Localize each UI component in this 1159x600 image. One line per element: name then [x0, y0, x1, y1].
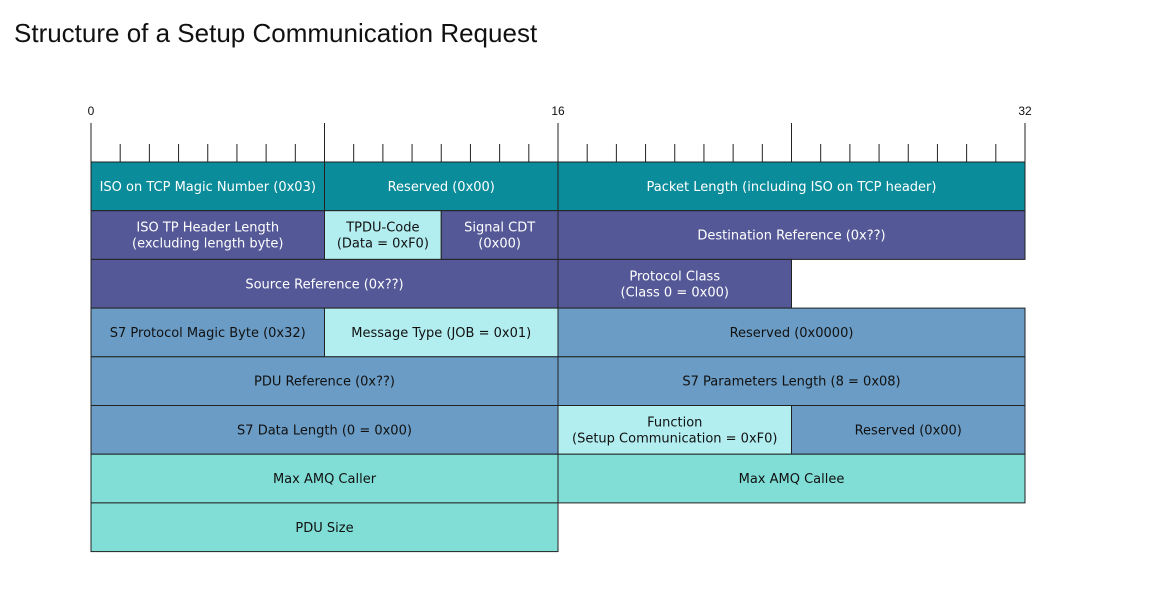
- field-label: (excluding length byte): [132, 237, 283, 252]
- field-r4-c0: PDU Reference (0x??): [90, 356, 559, 406]
- field-r3-c0: S7 Protocol Magic Byte (0x32): [90, 307, 325, 358]
- field-r1-c0: ISO TP Header Length(excluding length by…: [90, 210, 325, 260]
- field-r1-c3: Destination Reference (0x??): [557, 210, 1026, 260]
- field-label: Reserved (0x00): [388, 180, 495, 195]
- field-cell: [557, 307, 1026, 358]
- field-cell: [90, 453, 559, 504]
- field-r6-c1: Max AMQ Callee: [557, 453, 1026, 504]
- field-r2-c0: Source Reference (0x??): [90, 258, 559, 309]
- field-r5-c2: Reserved (0x00): [791, 405, 1026, 455]
- bit-ruler: 0 16 32: [88, 104, 1032, 162]
- field-label: S7 Data Length (0 = 0x00): [237, 423, 412, 438]
- packet-fields: ISO on TCP Magic Number (0x03) Reserved (…: [90, 161, 1026, 553]
- field-label: Packet Length (including ISO on TCP head…: [647, 180, 937, 195]
- field-cell: [557, 210, 1026, 260]
- field-cell: [440, 210, 559, 260]
- field-label: PDU Size: [295, 521, 353, 536]
- field-label: Max AMQ Caller: [273, 472, 377, 487]
- field-r2-c1: Protocol Class(Class 0 = 0x00): [557, 258, 792, 309]
- field-r3-c1: Message Type (JOB = 0x01): [324, 307, 559, 358]
- field-label: Source Reference (0x??): [245, 277, 403, 292]
- field-cell: [557, 453, 1026, 504]
- field-r5-c0: S7 Data Length (0 = 0x00): [90, 405, 559, 455]
- field-r0-c2: Packet Length (including ISO on TCP head…: [557, 161, 1026, 212]
- field-r5-c1: Function(Setup Communication = 0xF0): [557, 405, 792, 455]
- field-cell: [324, 161, 559, 212]
- field-cell: [324, 210, 442, 260]
- field-label: ISO TP Header Length: [136, 221, 279, 236]
- field-cell: [557, 356, 1026, 406]
- field-label: S7 Parameters Length (8 = 0x08): [682, 375, 900, 390]
- field-label: Reserved (0x0000): [730, 326, 854, 341]
- field-cell: [90, 161, 325, 212]
- field-cell: [557, 258, 792, 309]
- bit-label-16: 16: [551, 104, 565, 118]
- field-label: Message Type (JOB = 0x01): [351, 326, 531, 341]
- field-r1-c2: Signal CDT(0x00): [440, 210, 559, 260]
- field-r7-c0: PDU Size: [90, 502, 559, 553]
- field-r3-c2: Reserved (0x0000): [557, 307, 1026, 358]
- field-label: Max AMQ Callee: [739, 472, 845, 487]
- field-r1-c1: TPDU-Code(Data = 0xF0): [324, 210, 442, 260]
- field-label: Signal CDT: [464, 221, 535, 236]
- page-title: Structure of a Setup Communication Reque…: [14, 18, 538, 48]
- field-label: S7 Protocol Magic Byte (0x32): [110, 326, 306, 341]
- field-label: Destination Reference (0x??): [697, 229, 885, 244]
- field-label: (0x00): [478, 237, 521, 252]
- field-label: Function: [647, 415, 702, 430]
- field-label: (Class 0 = 0x00): [621, 285, 729, 300]
- field-cell: [90, 356, 559, 406]
- field-cell: [90, 258, 559, 309]
- field-label: PDU Reference (0x??): [254, 375, 395, 390]
- field-label: (Data = 0xF0): [337, 237, 429, 252]
- field-label: Reserved (0x00): [855, 423, 962, 438]
- field-r4-c1: S7 Parameters Length (8 = 0x08): [557, 356, 1026, 406]
- field-cell: [90, 405, 559, 455]
- field-label: Protocol Class: [629, 269, 720, 284]
- bit-label-32: 32: [1018, 104, 1032, 118]
- field-cell: [557, 161, 1026, 212]
- field-r6-c0: Max AMQ Caller: [90, 453, 559, 504]
- bit-label-0: 0: [88, 104, 95, 118]
- field-r0-c1: Reserved (0x00): [324, 161, 559, 212]
- field-label: ISO on TCP Magic Number (0x03): [100, 180, 316, 195]
- field-label: TPDU-Code: [345, 221, 419, 236]
- field-cell: [90, 307, 325, 358]
- field-cell: [90, 502, 559, 553]
- field-r0-c0: ISO on TCP Magic Number (0x03): [90, 161, 325, 212]
- field-cell: [90, 210, 325, 260]
- field-label: (Setup Communication = 0xF0): [572, 431, 777, 446]
